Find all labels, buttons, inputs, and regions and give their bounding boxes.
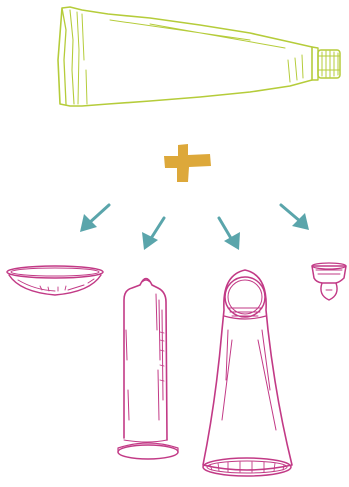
arrow-down-left-icon bbox=[80, 205, 109, 232]
arrow-down-right-icon bbox=[281, 205, 309, 230]
diaphragm-icon bbox=[7, 266, 103, 295]
female-condom-icon bbox=[203, 270, 292, 476]
lubricant-tube-icon bbox=[58, 7, 340, 106]
male-condom-icon bbox=[118, 279, 178, 460]
arrow-down-right-icon bbox=[219, 218, 240, 250]
plus-icon bbox=[164, 144, 211, 182]
arrow-down-left-icon bbox=[142, 218, 164, 250]
cervical-cap-icon bbox=[312, 263, 346, 300]
